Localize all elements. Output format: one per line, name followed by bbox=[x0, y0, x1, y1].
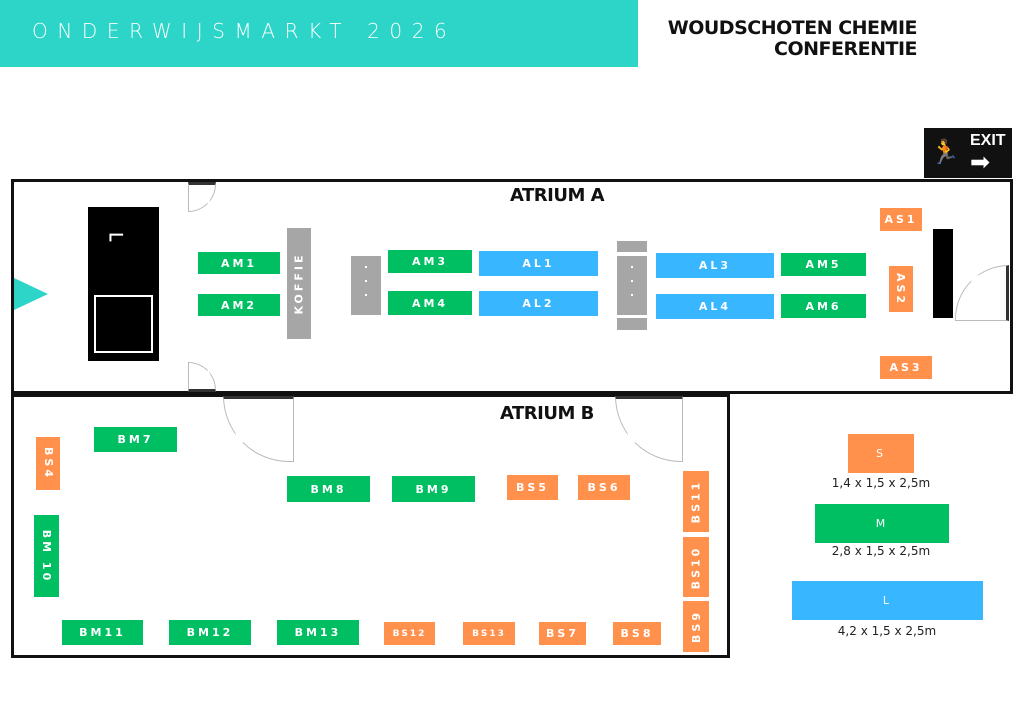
stall-bm7[interactable]: BM7 bbox=[94, 427, 177, 452]
atrium-a-room bbox=[11, 179, 1013, 394]
stall-as1[interactable]: AS1 bbox=[880, 208, 922, 231]
wall-panel bbox=[933, 229, 953, 318]
legend-medium-swatch: M bbox=[815, 504, 949, 543]
exit-label: EXIT bbox=[970, 132, 1006, 149]
atrium-b-title: ATRIUM B bbox=[500, 403, 594, 424]
stall-bs4[interactable]: BS4 bbox=[36, 437, 60, 490]
stall-bm11[interactable]: BM11 bbox=[62, 620, 143, 645]
stall-al2[interactable]: AL2 bbox=[479, 291, 598, 316]
info-column-1 bbox=[351, 256, 381, 315]
stall-am1[interactable]: AM1 bbox=[198, 252, 280, 274]
stall-bm8[interactable]: BM8 bbox=[287, 476, 370, 502]
stall-bs5[interactable]: BS5 bbox=[507, 475, 558, 500]
stall-bm9[interactable]: BM9 bbox=[392, 476, 475, 502]
info-column-2 bbox=[617, 256, 647, 315]
stall-al1[interactable]: AL1 bbox=[479, 251, 598, 276]
legend-large-swatch: L bbox=[792, 581, 983, 620]
stairs-elevator-block: ⌐ bbox=[88, 207, 159, 361]
stall-al3[interactable]: AL3 bbox=[656, 253, 774, 278]
running-man-icon: 🏃 bbox=[930, 139, 960, 166]
legend-small-dims: 1,4 x 1,5 x 2,5m bbox=[831, 476, 931, 490]
exit-sign: 🏃 EXIT ➡ bbox=[924, 128, 1012, 178]
stairs-icon: ⌐ bbox=[108, 219, 125, 250]
pillar-top bbox=[617, 241, 647, 252]
stall-am5[interactable]: AM5 bbox=[781, 253, 866, 276]
stall-bs12[interactable]: BS12 bbox=[384, 622, 435, 645]
stall-bs9[interactable]: BS9 bbox=[683, 601, 709, 652]
pillar-bottom bbox=[617, 318, 647, 330]
stall-am4[interactable]: AM4 bbox=[388, 291, 472, 315]
page-title: ONDERWIJSMARKT 2026 bbox=[32, 19, 457, 43]
legend-small-swatch: S bbox=[848, 434, 914, 473]
stall-al4[interactable]: AL4 bbox=[656, 294, 774, 319]
stall-am3[interactable]: AM3 bbox=[388, 250, 472, 273]
atrium-a-title: ATRIUM A bbox=[510, 185, 605, 206]
stall-bs6[interactable]: BS6 bbox=[578, 475, 630, 500]
stall-bs8[interactable]: BS8 bbox=[613, 622, 661, 645]
stall-bs7[interactable]: BS7 bbox=[539, 622, 586, 645]
stall-bm13[interactable]: BM13 bbox=[277, 620, 359, 645]
stall-bm10[interactable]: BM 10 bbox=[34, 515, 59, 597]
legend-medium-dims: 2,8 x 1,5 x 2,5m bbox=[831, 544, 931, 558]
stall-am6[interactable]: AM6 bbox=[781, 294, 866, 318]
stall-bs11[interactable]: BS11 bbox=[683, 471, 709, 532]
legend-large-dims: 4,2 x 1,5 x 2,5m bbox=[837, 624, 937, 638]
stall-bs10[interactable]: BS10 bbox=[683, 537, 709, 597]
elevator-icon bbox=[94, 295, 153, 353]
stall-bs13[interactable]: BS13 bbox=[463, 622, 515, 645]
arrow-right-icon: ➡ bbox=[970, 149, 991, 176]
stall-bm12[interactable]: BM12 bbox=[169, 620, 251, 645]
koffie-station: KOFFIE bbox=[287, 228, 311, 339]
entrance-arrow-icon bbox=[14, 278, 48, 310]
stall-am2[interactable]: AM2 bbox=[198, 294, 280, 316]
header-banner bbox=[0, 0, 638, 67]
stall-as3[interactable]: AS3 bbox=[880, 356, 932, 379]
stall-as2[interactable]: AS2 bbox=[889, 266, 913, 312]
atrium-b-room bbox=[11, 394, 730, 658]
